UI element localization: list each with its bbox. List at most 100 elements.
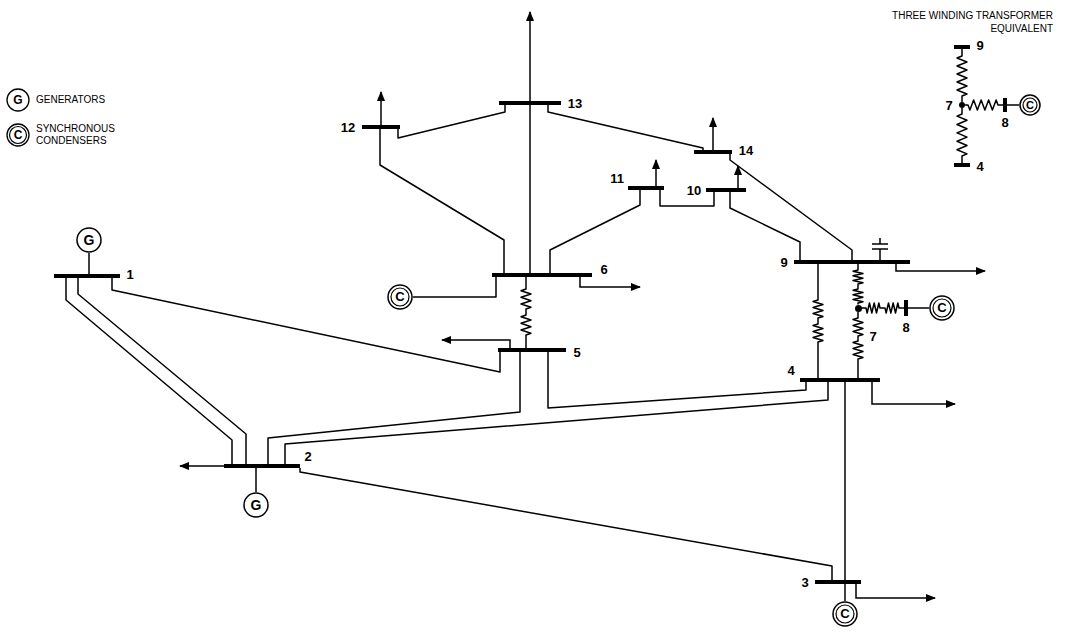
label-holder: G — [0, 0, 9, 18]
load-arrow — [712, 118, 714, 150]
legend-entry: SYNCHRONOUS CONDENSERS — [36, 123, 131, 147]
load-arrow — [529, 12, 531, 101]
transmission-line — [268, 352, 520, 464]
bus-bar: 1 — [54, 274, 120, 278]
legend-symbol-letter: G — [13, 93, 22, 107]
load-arrow — [856, 584, 935, 598]
condenser-legend-symbol — [7, 124, 29, 146]
legend-symbol-letter: C — [14, 128, 23, 142]
bus-bar: 5 — [498, 348, 566, 352]
legend-entry: GENERATORS — [36, 94, 131, 106]
transmission-line — [862, 303, 905, 313]
machine-letter: C — [1019, 94, 1041, 116]
bus-bar: 9 — [794, 260, 910, 264]
transmission-line — [908, 307, 929, 309]
generator-circle: G — [76, 227, 102, 253]
machine-outline — [833, 602, 857, 626]
transmission-line — [730, 192, 800, 260]
bus-bar: 12 — [362, 125, 400, 129]
bus-number: 9 — [976, 38, 983, 53]
winding-junction: 7 — [959, 102, 965, 108]
transmission-line — [730, 154, 852, 260]
transmission-line — [957, 108, 967, 163]
bus-bar: 8 — [904, 300, 908, 316]
bus-bar: 8 — [1003, 98, 1007, 112]
generator-circle: G — [243, 492, 269, 518]
machine-letter: C — [387, 284, 413, 310]
transmission-line — [1007, 104, 1019, 106]
load-arrow — [580, 277, 640, 287]
bus-bar: 14 — [694, 150, 732, 154]
bus-number: 9 — [780, 255, 787, 270]
transmission-line — [853, 264, 863, 305]
bus-number: 6 — [600, 262, 607, 277]
legend-text: SYNCHRONOUS CONDENSERS — [36, 123, 131, 147]
legend-text: GENERATORS — [36, 94, 131, 106]
bus-number: 4 — [787, 363, 794, 378]
condenser-circle: C — [929, 295, 955, 321]
machine-letter: C — [832, 601, 858, 627]
bus-bar: 3 — [815, 580, 861, 584]
label-holder: THREE WINDING TRANSFORMER EQUIVALENT — [888, 9, 1053, 35]
bus-number: 4 — [976, 159, 983, 174]
load-arrow — [737, 166, 739, 188]
bus-bar: 4 — [954, 163, 970, 167]
bus-number: 7 — [869, 329, 876, 344]
bus-number: 14 — [739, 143, 753, 158]
load-arrow — [872, 382, 955, 404]
transmission-line — [550, 190, 640, 273]
bus-bar: 11 — [628, 186, 664, 190]
bus-bar: 4 — [800, 378, 880, 382]
generator-legend-symbol — [7, 89, 29, 111]
machine-outline — [1020, 95, 1040, 115]
transmission-line — [548, 352, 806, 408]
winding-junction: 7 — [855, 305, 862, 312]
transmission-line — [965, 100, 1003, 110]
bus-number: 2 — [304, 449, 311, 464]
transmission-line — [88, 253, 90, 274]
transmission-line — [255, 468, 257, 492]
transmission-line — [398, 105, 505, 138]
machine-letter: C — [929, 295, 955, 321]
transmission-line — [380, 129, 504, 273]
inset-title: THREE WINDING TRANSFORMER EQUIVALENT — [888, 9, 1053, 35]
load-arrow — [442, 340, 510, 348]
machine-outline — [244, 493, 268, 517]
shunt-capacitor-symbol — [872, 238, 888, 260]
bus-number: 5 — [573, 345, 580, 360]
transmission-line — [78, 278, 246, 464]
transmission-line — [529, 105, 531, 273]
machine-outline — [930, 296, 954, 320]
transmission-line — [813, 264, 823, 378]
transmission-line — [413, 277, 496, 297]
load-arrow — [380, 92, 382, 125]
transmission-line — [853, 312, 863, 379]
bus-number: 13 — [568, 96, 582, 111]
machine-outline — [388, 285, 412, 309]
machine-outline — [77, 228, 101, 252]
transmission-line — [844, 382, 846, 580]
condenser-circle: C — [387, 284, 413, 310]
transmission-line — [548, 105, 703, 150]
load-arrow — [180, 465, 224, 467]
bus-number: 8 — [902, 320, 909, 335]
bus-bar: 13 — [499, 101, 561, 105]
load-arrow — [655, 160, 657, 186]
bus-number: 7 — [945, 98, 952, 113]
bus-bar: 2 — [224, 464, 300, 468]
bus-number: 10 — [687, 183, 701, 198]
machine-letter: G — [243, 492, 269, 518]
bus-number: 8 — [1001, 115, 1008, 130]
transmission-line — [112, 278, 500, 372]
bus-number: 12 — [341, 120, 355, 135]
transmission-line — [300, 468, 832, 580]
bus-number: 3 — [801, 575, 808, 590]
condenser-circle: C — [1019, 94, 1041, 116]
condenser-legend-symbol — [10, 127, 27, 144]
bus-bar: 10 — [706, 188, 746, 192]
bus-bar: 9 — [954, 45, 970, 49]
